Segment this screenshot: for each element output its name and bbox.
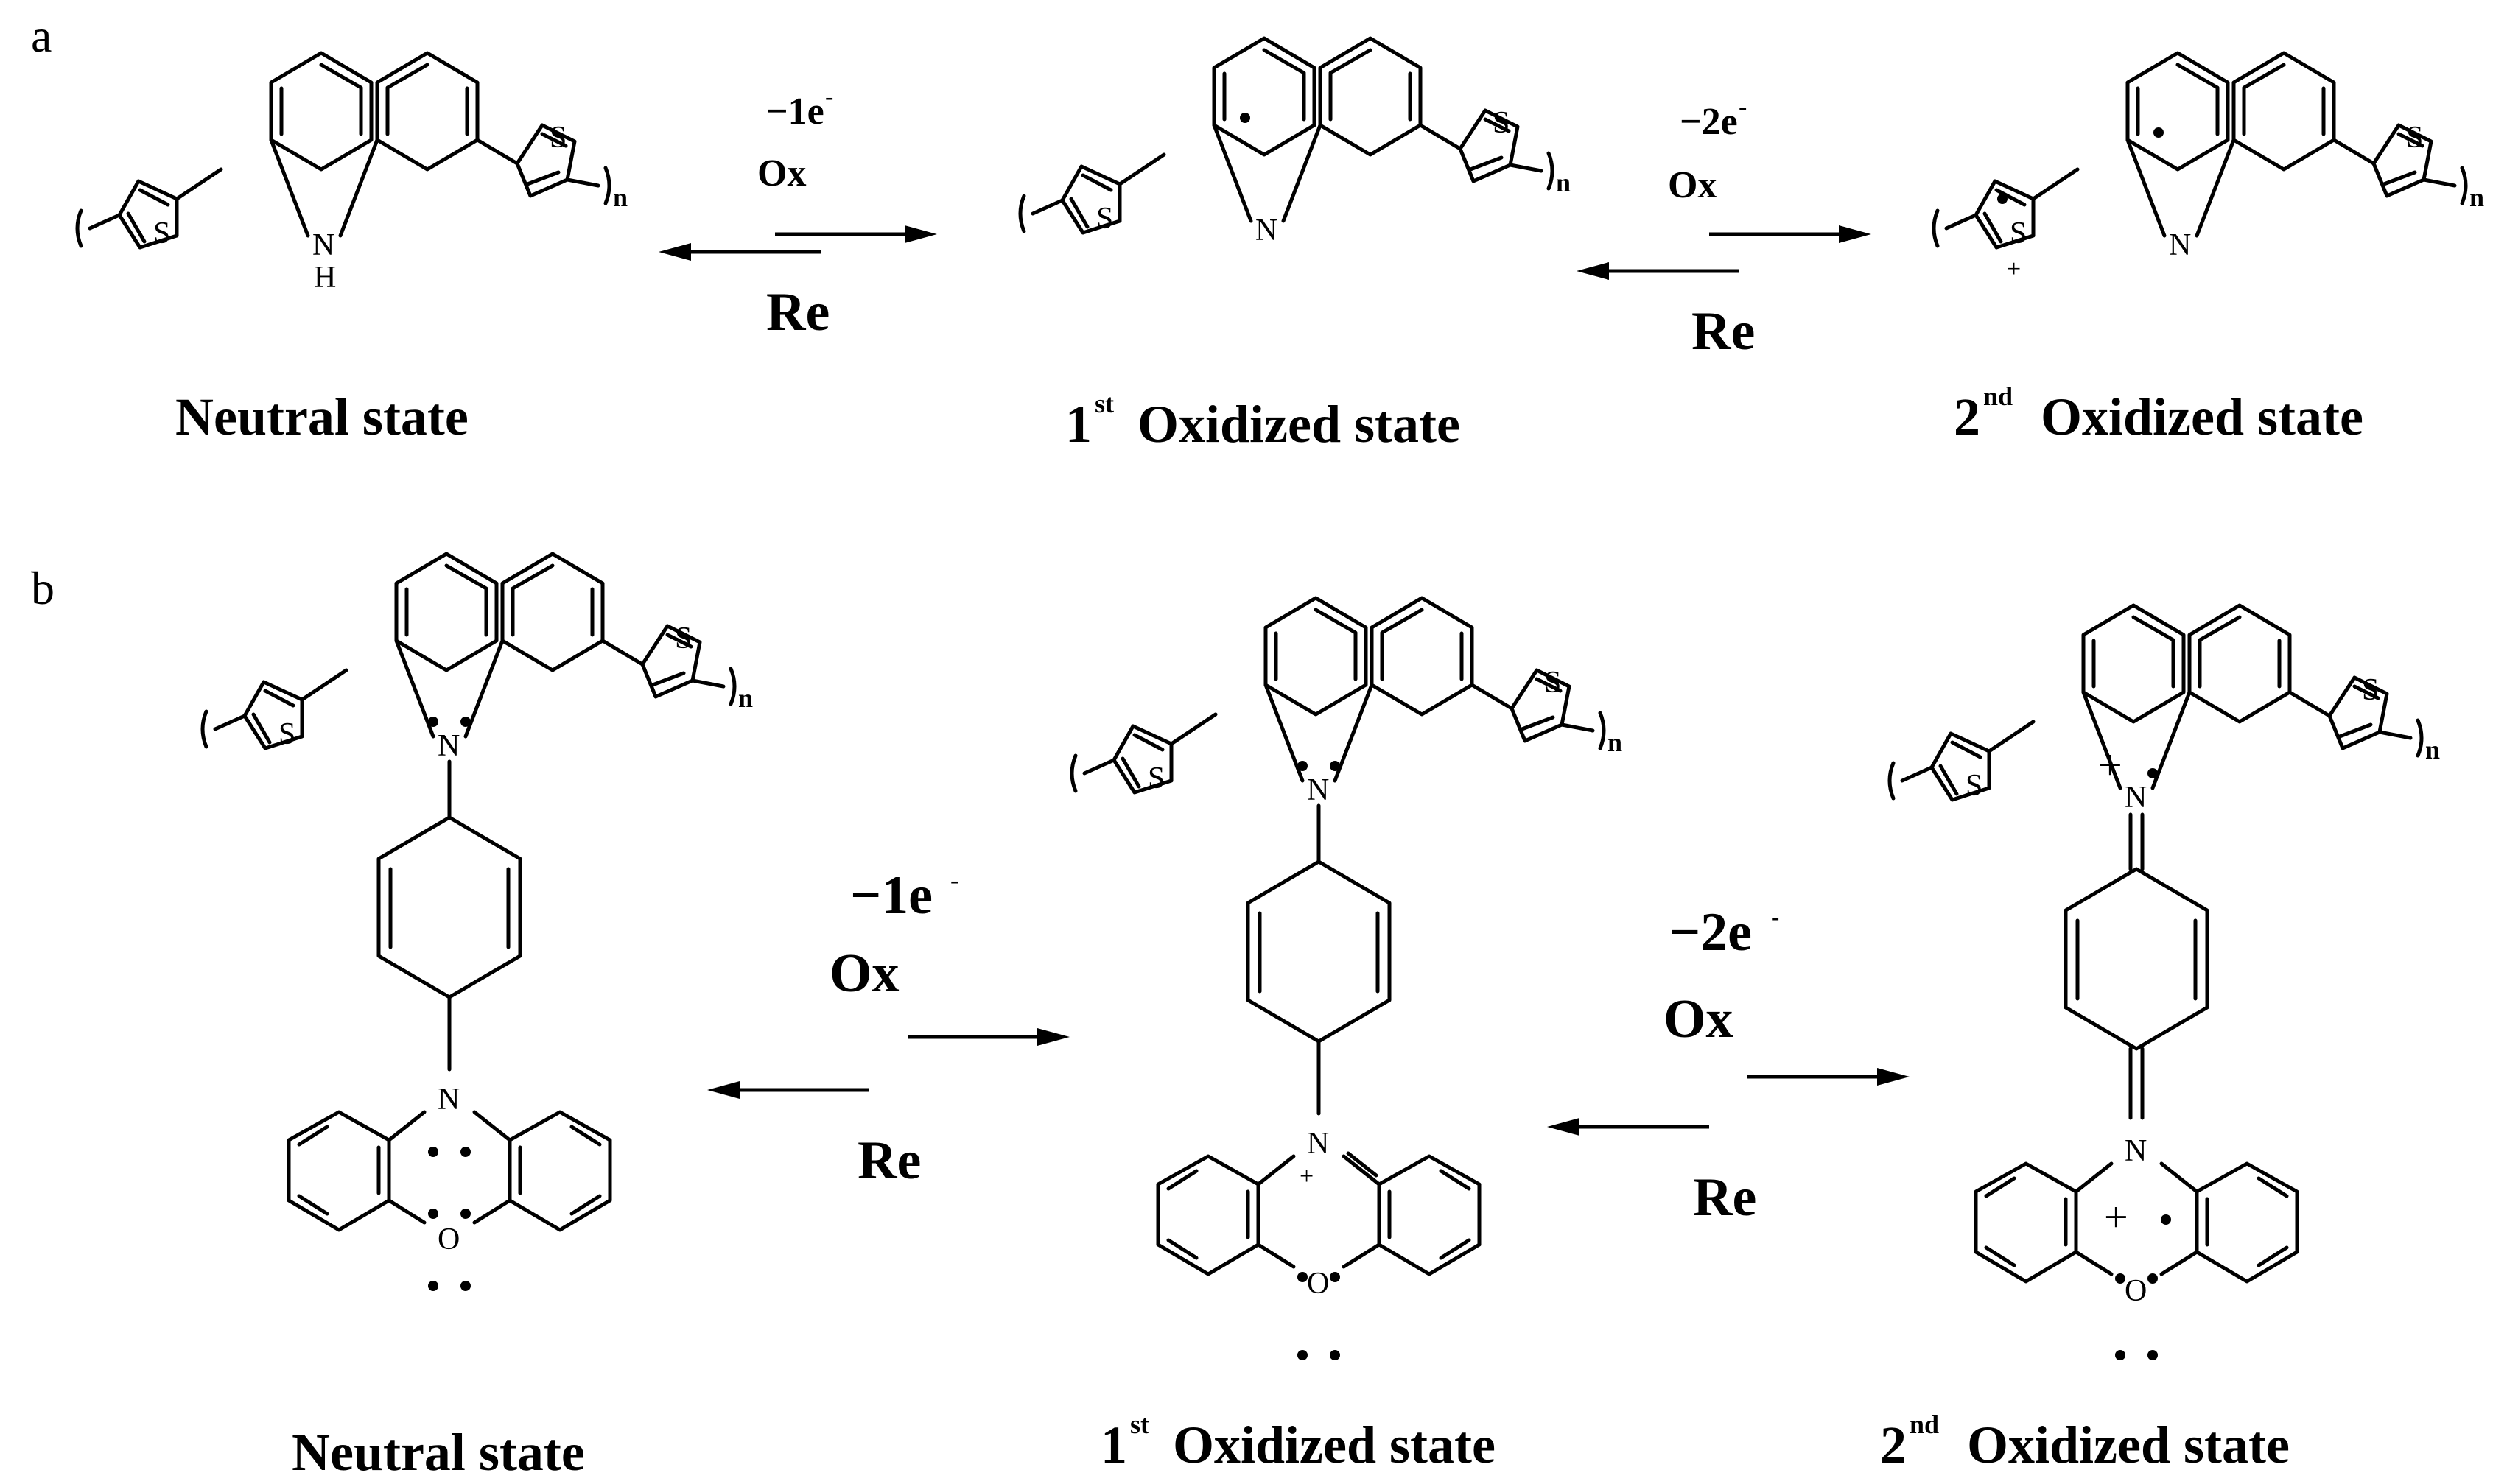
b-second-oxidized-structure: N + + — [1890, 605, 2440, 1360]
b-step1-ox: Ox — [830, 943, 900, 1004]
b-equilibrium-arrows-1: −1e - Ox Re — [707, 865, 1070, 1191]
svg-text:+: + — [1300, 1163, 1314, 1190]
svg-text:+: + — [2007, 256, 2021, 283]
svg-text:nd: nd — [1910, 1410, 1939, 1439]
a-step2-ox: Ox — [1668, 164, 1717, 206]
a-first-oxidized-structure: N — [1020, 38, 1571, 247]
svg-text:Oxidized state: Oxidized state — [1137, 395, 1460, 454]
b-step1-re: Re — [858, 1130, 921, 1191]
a-equilibrium-arrows-2: −2e - Ox Re — [1577, 94, 1871, 362]
a-second-oxidized-label: 2 nd Oxidized state — [1954, 381, 2363, 446]
a-equilibrium-arrows-1: −1e - Ox Re — [659, 83, 937, 342]
a-neutral-label: Neutral state — [175, 387, 469, 446]
a-step1-electrons: −1e — [766, 91, 824, 133]
svg-text:1: 1 — [1101, 1416, 1127, 1474]
svg-text:N: N — [1255, 214, 1277, 247]
svg-text:st: st — [1095, 389, 1114, 418]
b-step1-electrons: −1e — [850, 865, 933, 926]
b-first-oxidized-structure: N + — [1072, 598, 1622, 1360]
a-second-oxidized-structure: N + — [1934, 53, 2484, 283]
a-step2-electrons: −2e — [1680, 101, 1738, 143]
b-first-oxidized-label: 1 st Oxidized state — [1101, 1410, 1496, 1474]
b-step1-electron-sign: - — [950, 867, 958, 894]
svg-text:N: N — [2169, 228, 2191, 262]
a-step2-electron-sign: - — [1739, 94, 1747, 121]
svg-text:Oxidized state: Oxidized state — [2041, 387, 2363, 446]
svg-text:1: 1 — [1065, 395, 1092, 454]
b-step2-electrons: −2e — [1669, 902, 1752, 963]
a-neutral-structure: N H — [77, 53, 628, 295]
a-step1-electron-sign: - — [825, 83, 833, 110]
a-step2-re: Re — [1691, 301, 1755, 362]
svg-text:+: + — [2098, 741, 2122, 789]
svg-text:2: 2 — [1880, 1416, 1907, 1474]
svg-text:nd: nd — [1983, 381, 2013, 411]
b-step2-ox: Ox — [1663, 989, 1733, 1049]
svg-text:N: N — [438, 729, 460, 763]
a-first-oxidized-label: 1 st Oxidized state — [1065, 389, 1460, 454]
b-neutral-label: Neutral state — [292, 1423, 585, 1482]
a-step1-ox: Ox — [757, 152, 806, 194]
svg-text:N: N — [312, 228, 334, 262]
svg-text:N: N — [1307, 773, 1329, 807]
svg-text:st: st — [1130, 1410, 1149, 1439]
svg-text:Oxidized state: Oxidized state — [1967, 1416, 2290, 1474]
panel-label-b: b — [31, 562, 55, 614]
svg-text:2: 2 — [1954, 387, 1980, 446]
svg-text:+: + — [2104, 1193, 2128, 1241]
svg-text:N: N — [2125, 781, 2147, 815]
panel-label-a: a — [31, 10, 52, 62]
b-neutral-structure: N — [203, 554, 753, 1291]
b-step2-re: Re — [1693, 1167, 1756, 1228]
svg-text:Oxidized state: Oxidized state — [1173, 1416, 1496, 1474]
svg-text:H: H — [314, 261, 336, 295]
b-step2-electron-sign: - — [1771, 904, 1779, 931]
b-second-oxidized-label: 2 nd Oxidized state — [1880, 1410, 2290, 1474]
a-step1-re: Re — [766, 282, 830, 342]
b-equilibrium-arrows-2: −2e - Ox Re — [1547, 902, 1910, 1228]
